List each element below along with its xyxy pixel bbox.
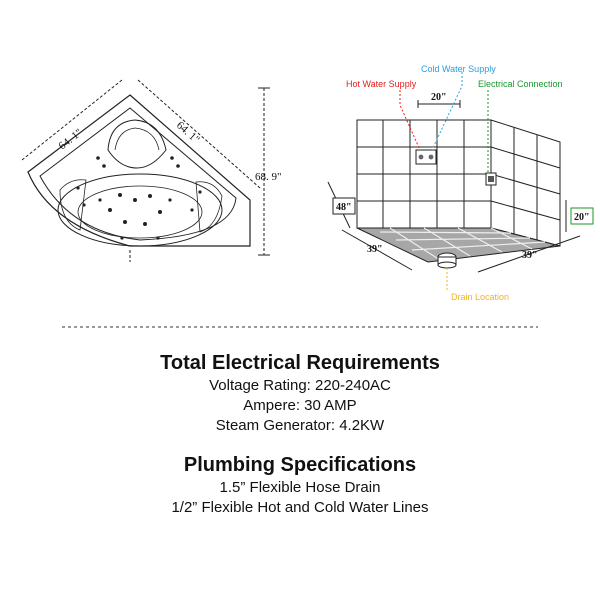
cold-water-label: Cold Water Supply	[421, 64, 496, 74]
tub-side-right-dim: 64. 1"	[174, 119, 202, 146]
plumbing-line-drain: 1.5” Flexible Hose Drain	[219, 479, 381, 496]
specifications: Total Electrical Requirements Voltage Ra…	[0, 350, 600, 518]
leader-lines	[399, 72, 489, 290]
tub-side-left-dim: 64. 1"	[56, 127, 84, 153]
tub-jets	[76, 156, 202, 240]
plumbing-heading: Plumbing Specifications	[183, 454, 417, 476]
left-height-dim: 48"	[336, 202, 352, 213]
tub-dimension-lines	[21, 79, 265, 262]
plumbing-line-water: 1/2” Flexible Hot and Cold Water Lines	[171, 499, 429, 516]
right-height-dim: 20"	[574, 212, 590, 223]
top-width-dim: 20"	[431, 92, 447, 103]
tub-dimension-ticks	[258, 87, 270, 256]
electrical-box-icon	[485, 172, 497, 186]
dim-box-48	[332, 197, 356, 215]
room-floor	[356, 227, 561, 263]
electrical-line-voltage: Voltage Rating: 220-240AC	[209, 377, 391, 394]
room-dimension-lines	[327, 100, 581, 273]
drain-label: Drain Location	[451, 292, 509, 302]
drain-icon	[437, 252, 457, 269]
electrical-heading: Total Electrical Requirements	[160, 352, 440, 374]
floor-left-dim: 39"	[367, 244, 383, 255]
room-right-wall	[490, 119, 561, 247]
floor-right-dim: 39"	[522, 250, 538, 261]
tub-top-view	[27, 94, 251, 247]
dim-box-20-right	[570, 207, 594, 225]
electrical-label: Electrical Connection	[478, 79, 563, 89]
electrical-line-steam: Steam Generator: 4.2KW	[215, 417, 385, 434]
electrical-line-ampere: Ampere: 30 AMP	[243, 397, 357, 414]
hot-water-label: Hot Water Supply	[346, 79, 417, 89]
tub-depth-dim: 68. 9"	[255, 171, 282, 183]
water-supply-outlets-icon	[415, 149, 437, 165]
room-back-wall	[356, 119, 492, 229]
